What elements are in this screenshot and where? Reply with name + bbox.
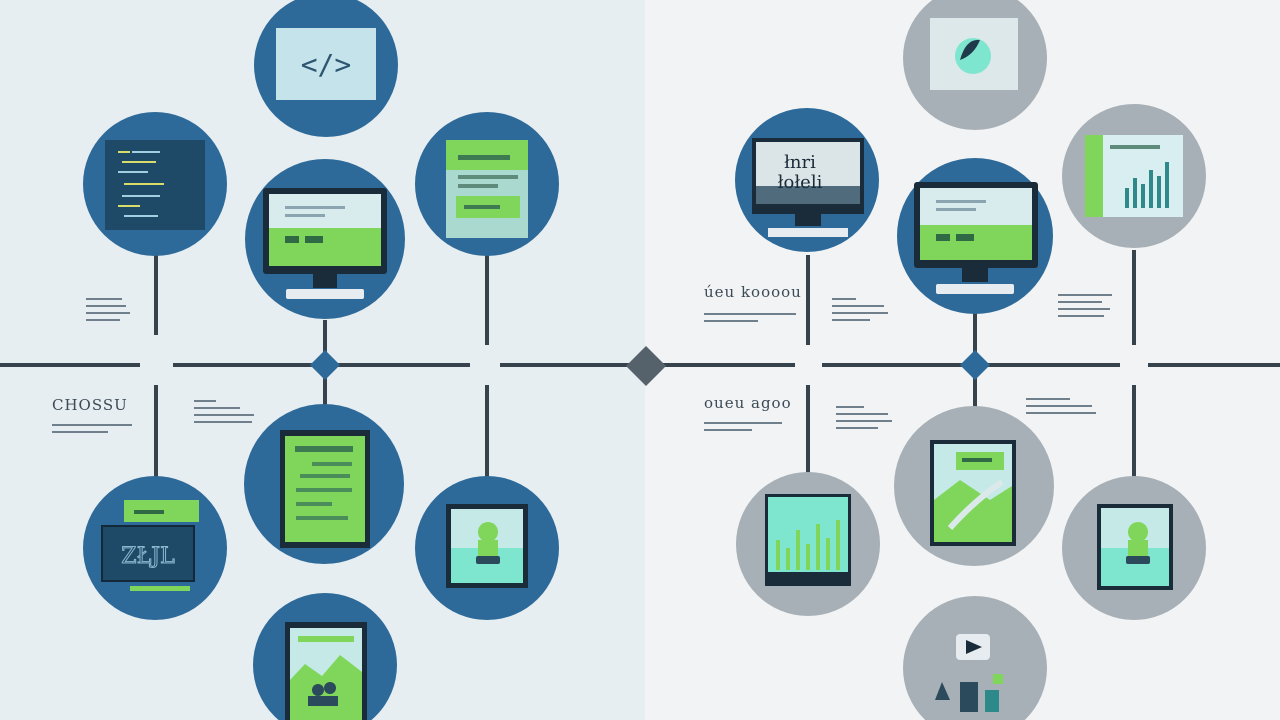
note-lines <box>1058 294 1112 317</box>
image-frame-node[interactable] <box>903 0 1047 130</box>
sign-glyphs: ZŁJL <box>121 544 175 569</box>
media-play-node[interactable] <box>903 596 1047 720</box>
note-lines <box>832 298 888 321</box>
note-lines <box>704 422 782 431</box>
browser-page-node[interactable] <box>415 112 559 256</box>
tablet-landscape-node[interactable] <box>894 406 1054 566</box>
connector-lines <box>0 250 1280 478</box>
mockup-sign-node[interactable]: ZŁJL <box>83 476 227 620</box>
note-lines <box>1026 398 1096 414</box>
note-lines <box>704 313 796 322</box>
note-lines <box>836 406 892 429</box>
tablet-avatar-node-left[interactable] <box>415 476 559 620</box>
landscape-card-node[interactable] <box>253 593 397 720</box>
code-window-node[interactable]: </> <box>254 0 398 137</box>
play-icon <box>966 640 982 654</box>
junction-diamond-left <box>310 350 340 380</box>
tablet-layout-node[interactable] <box>244 404 404 564</box>
code-editor-node[interactable] <box>83 112 227 256</box>
junction-diamond-center <box>626 346 666 386</box>
caption-left-lower: CHOSSU <box>52 396 128 414</box>
analytics-chart-node[interactable] <box>1062 104 1206 248</box>
junction-diamond-right <box>960 350 990 380</box>
desktop-monitor-node-right[interactable] <box>897 158 1053 314</box>
chart-card-node[interactable] <box>736 472 880 616</box>
tablet-avatar-node-right[interactable] <box>1062 476 1206 620</box>
code-icon: </> <box>301 48 352 81</box>
desktop-monitor-node[interactable] <box>245 159 405 319</box>
caption-right-upper: úeu koooou <box>704 283 802 301</box>
note-lines <box>194 400 254 423</box>
caption-right-lower: oueu agoo <box>704 394 792 412</box>
note-lines <box>86 298 130 321</box>
note-lines <box>52 424 132 433</box>
